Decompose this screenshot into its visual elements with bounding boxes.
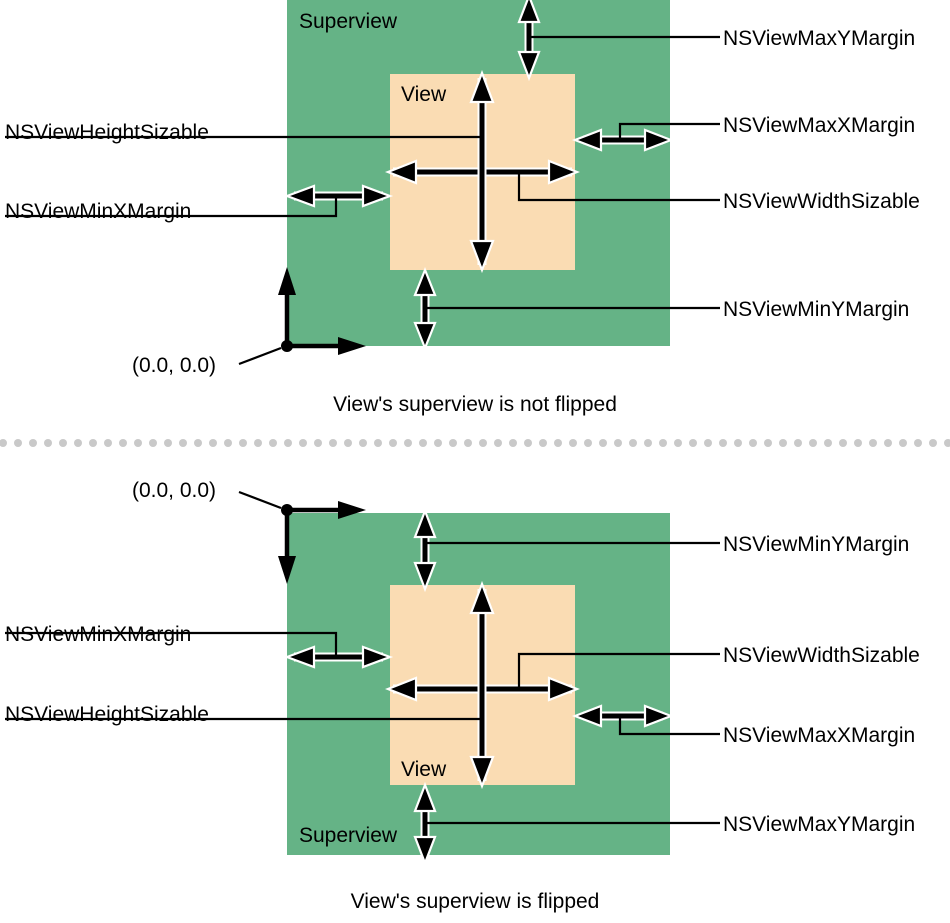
bottom-min-y-margin-arrow — [413, 507, 437, 593]
top-height-sizable-arrow — [469, 69, 495, 274]
top-min-x-margin-leader — [5, 196, 338, 218]
top-label-min-y-margin: NSViewMinYMargin — [723, 298, 909, 321]
top-max-x-margin-arrow — [571, 128, 675, 152]
top-min-y-margin-arrow — [413, 267, 437, 351]
bottom-height-sizable-arrow — [469, 580, 495, 790]
bottom-label-width-sizable: NSViewWidthSizable — [723, 644, 920, 667]
bottom-label-height-sizable: NSViewHeightSizable — [5, 703, 209, 726]
dotted-divider — [0, 439, 950, 447]
top-diagram-group: Superview View NSViewMaxYMargin NSViewMa… — [5, 0, 920, 416]
bottom-label-min-x-margin: NSViewMinXMargin — [5, 623, 191, 646]
bottom-label-max-y-margin: NSViewMaxYMargin — [723, 813, 915, 836]
top-origin-axes — [278, 267, 366, 355]
top-min-x-margin-arrow — [283, 184, 394, 208]
bottom-caption: View's superview is flipped — [351, 890, 600, 913]
bottom-origin-dot — [281, 504, 293, 516]
top-label-min-x-margin: NSViewMinXMargin — [5, 200, 191, 223]
bottom-min-x-margin-leader — [5, 631, 338, 657]
bottom-width-sizable-leader — [517, 652, 720, 689]
top-max-x-margin-leader — [618, 122, 720, 140]
top-width-sizable-leader — [517, 172, 720, 202]
top-label-max-x-margin: NSViewMaxXMargin — [723, 114, 915, 137]
bottom-origin-leader — [238, 490, 282, 510]
top-origin-dot — [281, 340, 293, 352]
top-label-width-sizable: NSViewWidthSizable — [723, 190, 920, 213]
bottom-superview-label: Superview — [299, 824, 398, 847]
top-label-max-y-margin: NSViewMaxYMargin — [723, 27, 915, 50]
bottom-label-max-x-margin: NSViewMaxXMargin — [723, 724, 915, 747]
bottom-diagram-group: Superview View (0.0, 0.0) NSViewMinYMarg… — [5, 479, 920, 913]
top-view-label: View — [401, 83, 447, 106]
top-origin-label: (0.0, 0.0) — [132, 354, 216, 377]
bottom-origin-label: (0.0, 0.0) — [132, 479, 216, 502]
bottom-max-x-margin-arrow — [571, 704, 675, 728]
top-superview-label: Superview — [299, 10, 398, 33]
bottom-max-x-margin-leader — [618, 716, 720, 736]
top-caption: View's superview is not flipped — [333, 393, 617, 416]
bottom-label-min-y-margin: NSViewMinYMargin — [723, 533, 909, 556]
bottom-view-label: View — [401, 758, 447, 781]
top-origin-leader — [238, 346, 282, 366]
top-label-height-sizable: NSViewHeightSizable — [5, 121, 209, 144]
bottom-origin-axes — [278, 501, 366, 584]
bottom-min-x-margin-arrow — [283, 645, 394, 669]
